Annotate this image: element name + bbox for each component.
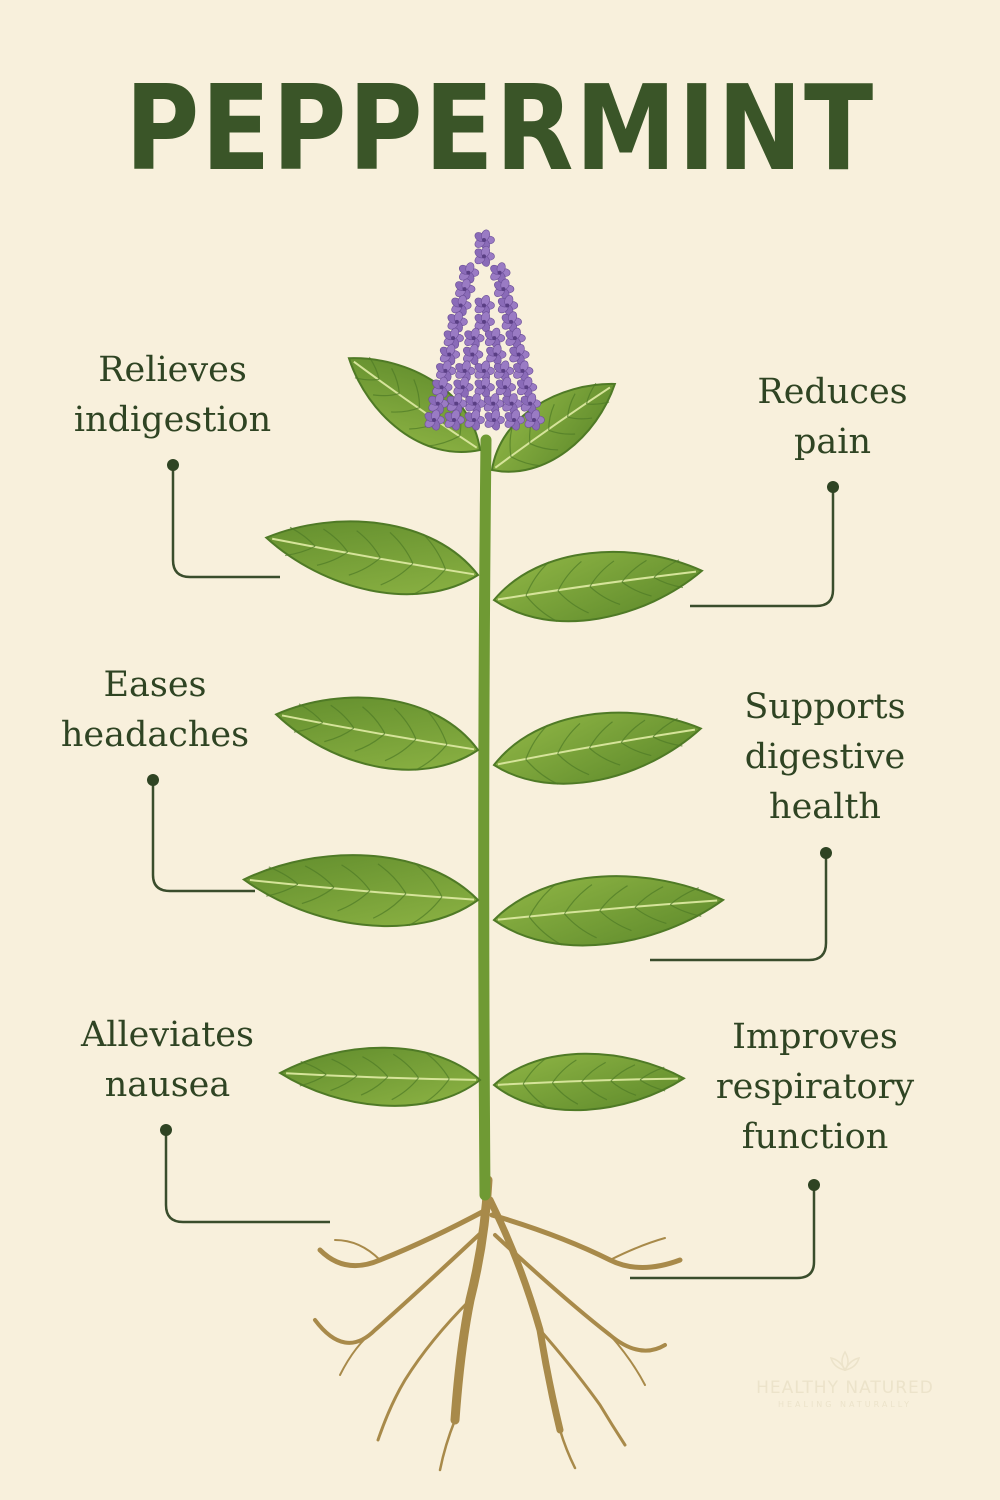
floret bbox=[464, 409, 485, 431]
lotus-icon bbox=[829, 1350, 861, 1372]
leaf bbox=[274, 696, 480, 771]
connector-dot bbox=[160, 1124, 172, 1136]
floret bbox=[483, 393, 505, 415]
floret bbox=[524, 409, 545, 431]
floret bbox=[520, 393, 541, 415]
floret bbox=[447, 311, 468, 333]
connector-dot bbox=[820, 847, 832, 859]
leaf bbox=[278, 1046, 482, 1107]
connector-dot bbox=[827, 481, 839, 493]
leaf bbox=[492, 875, 726, 947]
connector-alleviates-nausea bbox=[164, 1130, 330, 1224]
floret bbox=[516, 376, 538, 398]
benefit-alleviates-nausea: Alleviates nausea bbox=[45, 1010, 290, 1110]
floret bbox=[455, 360, 476, 382]
benefit-line: respiratory bbox=[715, 1067, 915, 1107]
floret bbox=[502, 393, 523, 415]
floret bbox=[513, 360, 534, 382]
floret bbox=[474, 295, 495, 316]
floret bbox=[424, 409, 445, 431]
floret bbox=[495, 376, 516, 398]
connector-relieves-indigestion bbox=[171, 465, 280, 579]
connector-lines bbox=[151, 465, 835, 1280]
watermark-tagline: HEALING NATURALLY bbox=[777, 1400, 913, 1409]
connector-dot bbox=[147, 774, 159, 786]
floret bbox=[484, 409, 505, 431]
floret bbox=[474, 245, 495, 267]
connector-dot bbox=[167, 459, 179, 471]
benefit-line: nausea bbox=[104, 1065, 231, 1105]
floret bbox=[444, 409, 465, 431]
flower-spike bbox=[424, 229, 545, 431]
floret bbox=[504, 409, 525, 431]
floret bbox=[494, 278, 515, 300]
leaf bbox=[241, 854, 480, 928]
floret bbox=[439, 344, 461, 365]
benefit-line: Supports bbox=[744, 687, 906, 727]
benefit-relieves-indigestion: Relieves indigestion bbox=[40, 345, 305, 445]
floret bbox=[505, 327, 526, 349]
watermark: HEALTHY NATURED HEALING NATURALLY bbox=[745, 1350, 945, 1409]
floret bbox=[474, 376, 495, 398]
floret bbox=[486, 344, 507, 365]
floret bbox=[490, 262, 511, 284]
leaves bbox=[241, 356, 726, 1112]
floret bbox=[465, 393, 486, 415]
benefit-line: Eases bbox=[103, 665, 207, 705]
benefit-line: digestive bbox=[744, 737, 906, 777]
leaf bbox=[492, 1052, 686, 1112]
floret bbox=[474, 311, 495, 333]
benefit-improves-respiratory-function: Improves respiratory function bbox=[695, 1012, 935, 1162]
watermark-brand: HEALTHY NATURED bbox=[756, 1378, 934, 1398]
connector-dots bbox=[147, 459, 839, 1191]
benefit-line: Relieves bbox=[98, 350, 247, 390]
stem bbox=[478, 434, 492, 1201]
floret bbox=[428, 393, 449, 415]
connector-improves-respiratory-function bbox=[630, 1185, 816, 1280]
floret bbox=[432, 376, 453, 398]
benefit-line: headaches bbox=[60, 715, 250, 755]
connector-eases-headaches bbox=[151, 780, 255, 893]
floret bbox=[497, 295, 519, 316]
floret bbox=[463, 344, 484, 365]
floret bbox=[474, 360, 495, 382]
leaf bbox=[264, 520, 480, 596]
floret bbox=[509, 344, 530, 365]
benefit-line: function bbox=[741, 1117, 889, 1157]
benefit-supports-digestive-health: Supports digestive health bbox=[710, 682, 940, 832]
leaf bbox=[492, 551, 704, 623]
benefit-line: pain bbox=[793, 422, 871, 462]
leaf bbox=[492, 711, 703, 785]
benefit-line: Improves bbox=[732, 1017, 898, 1057]
benefit-line: Alleviates bbox=[81, 1015, 254, 1055]
benefit-reduces-pain: Reduces pain bbox=[710, 367, 955, 467]
connector-reduces-pain bbox=[690, 487, 835, 608]
floret bbox=[493, 360, 515, 382]
roots bbox=[313, 1175, 683, 1472]
floret bbox=[453, 376, 474, 398]
connector-dot bbox=[808, 1179, 820, 1191]
page-title: PEPPERMINT bbox=[124, 59, 876, 197]
benefit-line: Reduces bbox=[757, 372, 908, 412]
benefit-eases-headaches: Eases headaches bbox=[30, 660, 280, 760]
connector-supports-digestive-health bbox=[650, 853, 828, 962]
benefit-line: indigestion bbox=[73, 400, 272, 440]
benefit-line: health bbox=[769, 787, 881, 827]
